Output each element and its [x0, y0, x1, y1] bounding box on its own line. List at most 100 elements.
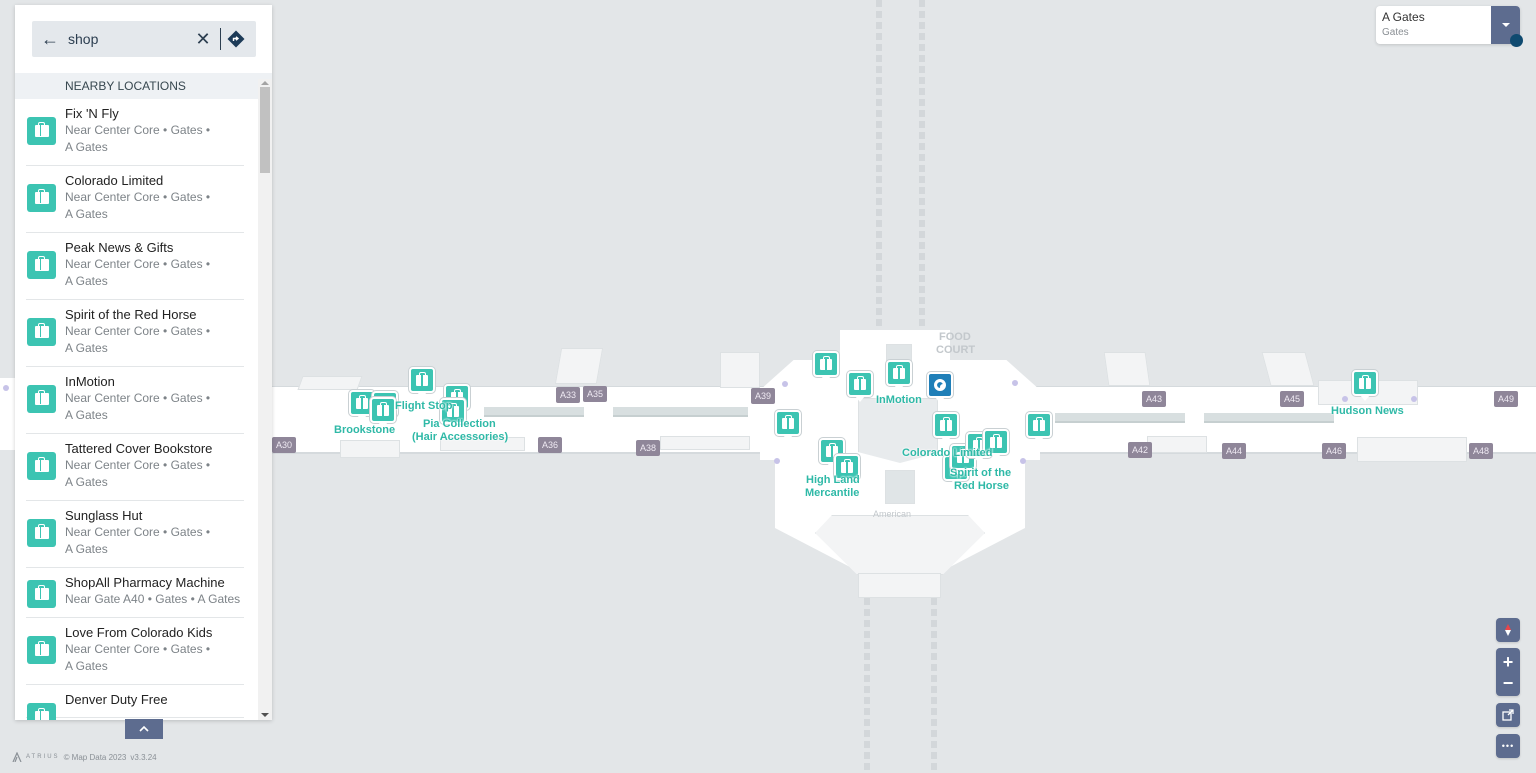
map-counter [484, 407, 584, 417]
map-label-pia-collection[interactable]: Pia Collection [423, 418, 496, 430]
shopping-bag-icon [27, 318, 56, 346]
shopping-bag-icon [27, 703, 56, 720]
list-item[interactable]: Fix 'N Fly Near Center Core • Gates • A … [26, 99, 244, 166]
area-label-food-court: FOOD [939, 331, 971, 343]
map-walkway-line [919, 0, 925, 330]
map-shop-block [440, 437, 525, 451]
shopping-bag-icon [940, 416, 952, 431]
list-item[interactable]: Peak News & Gifts Near Center Core • Gat… [26, 233, 244, 300]
scroll-up-arrow-icon[interactable] [261, 81, 269, 85]
map-label-hudson-news[interactable]: Hudson News [1331, 405, 1404, 417]
gate-label[interactable]: A36 [538, 437, 563, 453]
more-options-button[interactable]: ••• [1496, 734, 1520, 758]
shop-pin[interactable] [370, 397, 396, 428]
shopping-bag-icon [27, 385, 56, 413]
map-label-colorado-limited[interactable]: Colorado Limited [902, 447, 993, 459]
list-item-name: Love From Colorado Kids [65, 625, 213, 640]
directions-diamond-icon[interactable] [227, 30, 245, 48]
list-item[interactable]: ShopAll Pharmacy Machine Near Gate A40 •… [26, 568, 244, 618]
map-label-inmotion[interactable]: InMotion [876, 394, 922, 406]
gate-label[interactable]: A35 [583, 386, 608, 402]
zoom-out-button[interactable]: − [1502, 673, 1514, 693]
close-icon[interactable]: ✕ [195, 28, 211, 49]
map-poi-dot [3, 385, 9, 391]
arrow-left-icon[interactable]: ← [41, 28, 59, 49]
gate-label[interactable]: A48 [1469, 443, 1494, 459]
version-text: v3.3.24 [130, 752, 157, 762]
list-item[interactable]: Love From Colorado Kids Near Center Core… [26, 618, 244, 685]
shop-pin[interactable] [775, 410, 801, 441]
search-input[interactable] [68, 31, 188, 47]
zoom-in-button[interactable]: + [1502, 652, 1514, 672]
compass-button[interactable] [1496, 618, 1520, 642]
scroll-down-arrow-icon[interactable] [261, 713, 269, 717]
shopping-bag-icon [416, 371, 428, 386]
map-label-brookstone[interactable]: Brookstone [334, 424, 396, 436]
gate-label[interactable]: A43 [1142, 391, 1167, 407]
list-item-name: Denver Duty Free [65, 692, 168, 707]
map-poi-dot [1012, 380, 1018, 386]
gate-label[interactable]: A30 [272, 437, 297, 453]
list-item-location: Near Center Core • Gates • A Gates [65, 458, 211, 489]
shop-pin[interactable] [1352, 370, 1378, 401]
list-item[interactable]: Sunglass Hut Near Center Core • Gates • … [26, 501, 244, 568]
shopping-bag-icon [990, 433, 1002, 448]
info-pin[interactable] [927, 372, 953, 403]
map-label-high-land-mercantile[interactable]: High Land [806, 474, 860, 486]
gate-label[interactable]: A44 [1222, 443, 1247, 459]
list-item-location: Near Center Core • Gates • A Gates [65, 190, 211, 221]
gate-label[interactable]: A42 [1128, 442, 1153, 458]
shop-pin[interactable] [813, 351, 839, 382]
shop-pin[interactable] [1026, 412, 1052, 443]
list-item[interactable]: Spirit of the Red Horse Near Center Core… [26, 300, 244, 367]
results-scrollbar[interactable] [258, 79, 272, 720]
atrius-logo-icon [12, 752, 22, 762]
map-poi-dot [1411, 396, 1417, 402]
external-link-icon [1502, 709, 1514, 721]
map-label-high-land-mercantile[interactable]: Mercantile [805, 487, 860, 499]
shopping-bag-icon [27, 251, 56, 279]
shopping-bag-icon [1033, 416, 1045, 431]
shopping-bag-icon [841, 458, 853, 473]
map-label-spirit-of-the-red-horse[interactable]: Spirit of the [950, 467, 1012, 479]
list-item-location: Near Center Core • Gates • A Gates [65, 123, 211, 154]
list-item-name: Sunglass Hut [65, 508, 143, 523]
shopping-bag-icon [854, 375, 866, 390]
compass-icon [1505, 624, 1511, 636]
shop-pin[interactable] [886, 360, 912, 391]
shop-pin[interactable] [983, 429, 1009, 460]
list-item-name: InMotion [65, 374, 115, 389]
map-shop-block [1357, 437, 1467, 462]
search-panel: ← ✕ NEARBY LOCATIONS Fix 'N Fly Near Cen… [15, 5, 272, 720]
shop-pin[interactable] [440, 398, 466, 429]
list-item[interactable]: InMotion Near Center Core • Gates • A Ga… [26, 367, 244, 434]
gate-label[interactable]: A46 [1322, 443, 1347, 459]
gate-label[interactable]: A45 [1280, 391, 1305, 407]
shopping-bag-icon [356, 394, 368, 409]
list-item-location: Near Gate A40 • Gates • A Gates [65, 592, 241, 606]
shop-pin[interactable] [834, 454, 860, 485]
map-label-flight-stop[interactable]: Flight Stop [395, 400, 453, 412]
gate-label[interactable]: A39 [751, 388, 776, 404]
floor-selector[interactable]: A Gates Gates [1376, 6, 1523, 47]
results-list[interactable]: Fix 'N Fly Near Center Core • Gates • A … [15, 99, 258, 720]
map-label-spirit-of-the-red-horse[interactable]: Red Horse [954, 480, 1010, 492]
gate-label[interactable]: A38 [636, 440, 661, 456]
shop-pin[interactable] [933, 412, 959, 443]
gate-label[interactable]: A33 [556, 387, 581, 403]
shop-pin[interactable] [847, 371, 873, 402]
shop-pin[interactable] [819, 438, 845, 469]
shopping-bag-icon [27, 184, 56, 212]
floor-indicator-dot [1510, 34, 1523, 47]
map-label-pia-collection[interactable]: (Hair Accessories) [412, 431, 509, 443]
shopping-bag-icon [782, 414, 794, 429]
list-item[interactable]: Tattered Cover Bookstore Near Center Cor… [26, 434, 244, 501]
collapse-panel-button[interactable] [125, 719, 163, 739]
list-item[interactable]: Colorado Limited Near Center Core • Gate… [26, 166, 244, 233]
open-external-button[interactable] [1496, 703, 1520, 727]
gate-label[interactable]: A49 [1494, 391, 1519, 407]
building-name: A Gates [1382, 10, 1425, 24]
list-item[interactable]: Denver Duty Free [26, 685, 244, 720]
shop-pin[interactable] [409, 367, 435, 398]
scrollbar-thumb[interactable] [260, 87, 270, 173]
